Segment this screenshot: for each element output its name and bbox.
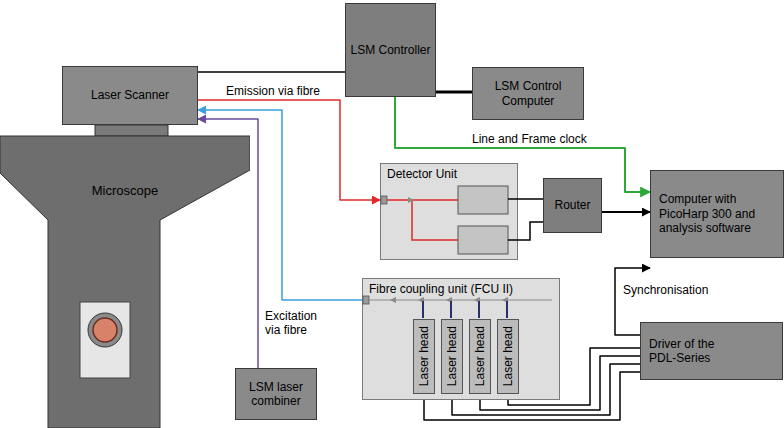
laser-head: Laser head xyxy=(497,319,519,394)
scanner-box: Laser Scanner xyxy=(62,66,198,125)
node-label: LSM Control Computer xyxy=(486,79,570,108)
coupling-arrow xyxy=(474,297,480,303)
eyepiece-plate xyxy=(80,302,130,378)
node-label: Router xyxy=(554,198,590,212)
controller-box: LSM Controller xyxy=(345,3,436,97)
node-label: Laser head xyxy=(501,326,515,386)
microscope-body: Microscope xyxy=(0,125,250,428)
driver-box: Driver of the PDL-Series xyxy=(640,322,783,380)
objective-ring xyxy=(88,313,122,347)
coupling-arrow xyxy=(446,297,452,303)
connector xyxy=(518,198,543,200)
coupling-arrow xyxy=(418,297,424,303)
analysis-computer: Computer with PicoHarp 300 and analysis … xyxy=(650,170,784,258)
node-label: Computer with PicoHarp 300 and analysis … xyxy=(659,192,771,235)
coupling-arrow xyxy=(502,297,508,303)
node-label: Laser Scanner xyxy=(91,88,169,102)
laser-head: Laser head xyxy=(441,319,463,394)
laser-combiner: LSM laser combiner xyxy=(235,368,317,420)
laser-head: Laser head xyxy=(469,319,491,394)
node-label: Driver of the PDL-Series xyxy=(649,337,741,366)
node-label: Laser head xyxy=(417,326,431,386)
detector-unit: Detector Unit xyxy=(380,163,518,260)
connector xyxy=(198,71,345,73)
node-label: Microscope xyxy=(92,183,158,199)
connector xyxy=(436,91,472,94)
computer-box: LSM Control Computer xyxy=(472,67,584,120)
head-coupler xyxy=(423,301,507,318)
node-label: Laser head xyxy=(473,326,487,386)
edge-label: Line and Frame clock xyxy=(470,132,589,146)
node-label: Fibre coupling unit (FCU II) xyxy=(369,282,513,296)
detector-wire xyxy=(508,198,518,200)
detector-fibre xyxy=(387,200,458,240)
fibre-port xyxy=(363,296,369,304)
microscope-outline xyxy=(0,125,250,428)
laser-head: Laser head xyxy=(413,319,435,394)
fibre-arrow xyxy=(408,197,414,203)
router-box: Router xyxy=(543,178,602,233)
coupling-path xyxy=(369,299,552,300)
edge-label: Emission via fibre xyxy=(224,84,322,98)
node-label: Laser head xyxy=(445,326,459,386)
scanner-mount xyxy=(95,125,168,136)
detector-module xyxy=(458,226,508,254)
fibre-note: Excitation via fibre xyxy=(263,309,333,338)
microscope-stand xyxy=(0,136,250,428)
detector-module xyxy=(458,186,508,214)
sample xyxy=(93,318,117,342)
fibre-coupling-unit: Fibre coupling unit (FCU II) Laser head La… xyxy=(362,278,560,400)
detector-wire xyxy=(508,222,543,240)
edge-label: Synchronisation xyxy=(621,283,710,297)
node-label: LSM Controller xyxy=(350,43,430,57)
coupling-arrow xyxy=(390,297,396,303)
node-label: Detector Unit xyxy=(387,167,457,181)
fibre-port xyxy=(381,196,387,204)
node-label: LSM laser combiner xyxy=(243,380,309,409)
connector xyxy=(602,211,650,213)
